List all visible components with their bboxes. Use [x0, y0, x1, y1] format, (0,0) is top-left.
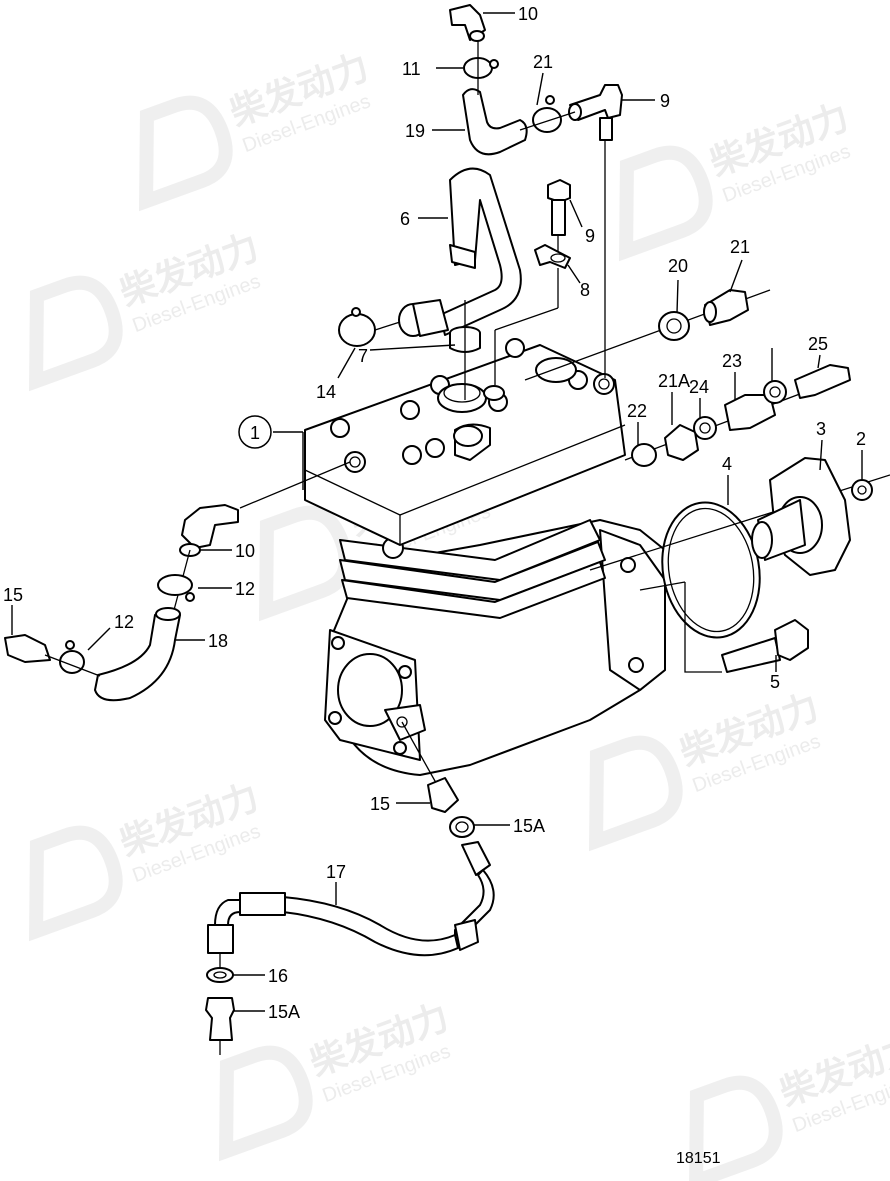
callout-3: 3 — [816, 419, 826, 439]
head-bolts — [330, 338, 588, 465]
compressor-assembly — [304, 338, 666, 776]
left-hose-group — [4, 461, 351, 702]
callout-labels: 10 11 21 9 19 6 9 8 7 14 1 20 21 22 21A … — [3, 4, 866, 1022]
callout-2: 2 — [856, 429, 866, 449]
drawing-number: 18151 — [676, 1150, 721, 1167]
callout-5: 5 — [770, 672, 780, 692]
callout-24: 25 — [808, 334, 828, 354]
callout-15A: 15A — [513, 816, 545, 836]
upper-hose-group — [338, 4, 623, 400]
callout-12: 11 — [402, 59, 421, 79]
callout-1-circle — [238, 415, 272, 449]
callout-13: 14 — [316, 382, 336, 402]
callout-15Ab: 16 — [268, 966, 288, 986]
callout-8: 8 — [580, 280, 590, 300]
valve-group — [524, 289, 851, 467]
callout-20b: 21 — [730, 237, 750, 257]
callout-15b: 15A — [268, 1002, 300, 1022]
callout-7: 7 — [358, 346, 368, 366]
callout-12b: 12 — [235, 579, 255, 599]
callout-19: 20 — [668, 256, 688, 276]
callout-21: 21A — [658, 371, 690, 391]
callout-11: 10 — [518, 4, 538, 24]
callout-4: 4 — [722, 454, 732, 474]
callout-10: 9 — [660, 91, 670, 111]
callout-15: 15 — [370, 794, 390, 814]
callout-1: 1 — [250, 423, 260, 443]
callout-14: 15 — [3, 585, 23, 605]
callout-9: 9 — [585, 226, 595, 246]
callout-12c: 12 — [114, 612, 134, 632]
callout-18: 19 — [405, 121, 425, 141]
pressure-line-group — [205, 721, 495, 1055]
callout-10b: 10 — [235, 541, 255, 561]
callout-6: 6 — [400, 209, 410, 229]
callout-16: 17 — [326, 862, 346, 882]
drive-gear-group — [589, 457, 890, 673]
callout-17: 18 — [208, 631, 228, 651]
callout-23: 24 — [689, 377, 709, 397]
callout-21A: 22 — [627, 401, 647, 421]
leader-lines — [11, 12, 863, 1012]
callout-22: 23 — [722, 351, 742, 371]
callout-20: 21 — [533, 52, 553, 72]
